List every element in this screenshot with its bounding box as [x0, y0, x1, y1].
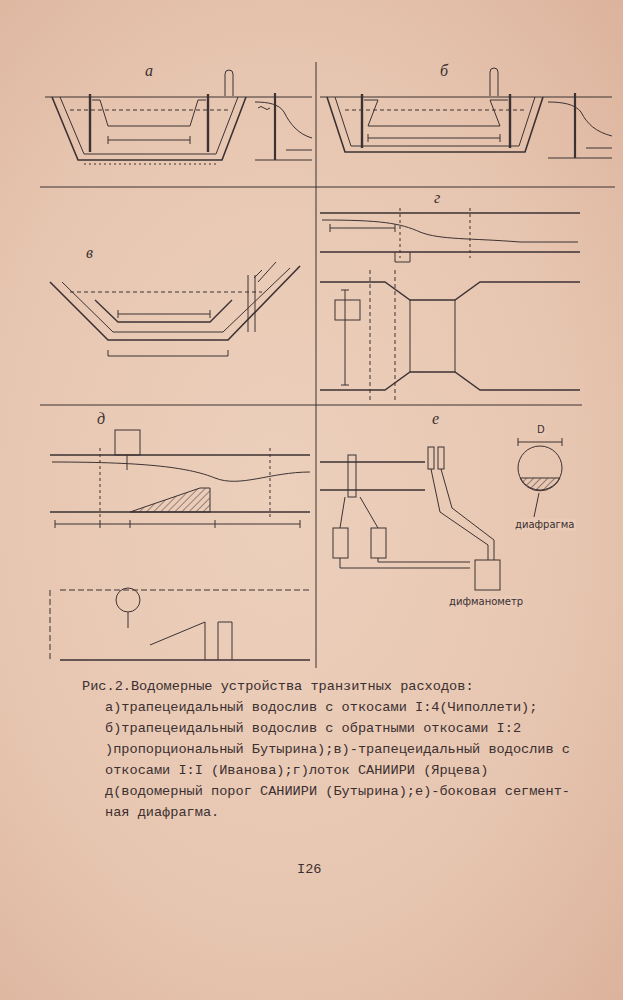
- proportional-weir-line: [548, 148, 612, 158]
- saniiri-flume-line: [410, 300, 455, 372]
- measuring-sill-line: [55, 520, 300, 528]
- part-name: дифманометр: [448, 596, 524, 608]
- measuring-sill-line: [100, 448, 270, 520]
- panel-letter: в: [86, 244, 93, 262]
- page-number: I26: [297, 862, 321, 878]
- segment-diaphragm-line: [518, 438, 562, 446]
- ivanov-weir-line: [254, 262, 276, 282]
- proportional-weir-line: [320, 97, 545, 98]
- segment-diaphragm: [320, 438, 562, 590]
- cipolletti-weir-line: [52, 97, 246, 160]
- cipolletti-weir-line: [255, 102, 312, 138]
- proportional-weir: [320, 68, 612, 158]
- ivanov-weir-line: [248, 275, 255, 332]
- measuring-sill-line: [116, 588, 140, 612]
- proportional-weir-line: [574, 93, 576, 158]
- cipolletti-weir-line: [225, 70, 233, 96]
- panel-letter: б: [440, 62, 448, 80]
- cipolletti-weir-line: [108, 136, 190, 144]
- measuring-sill-line: [218, 622, 232, 660]
- ivanov-weir-line: [62, 268, 290, 332]
- panel-letter: е: [432, 410, 439, 428]
- divider-line: [316, 62, 317, 668]
- saniiri-flume-line: [322, 220, 578, 242]
- saniiri-flume-line: [330, 224, 395, 232]
- panel-grid: [40, 62, 615, 668]
- segment-diaphragm-line: [348, 455, 356, 497]
- measuring-sill-line: [127, 455, 128, 470]
- segment-diaphragm-line: [333, 528, 348, 558]
- cipolletti-weir-line: [70, 110, 230, 111]
- ivanov-weir-line: [95, 300, 232, 322]
- measuring-sill-line: [150, 622, 205, 660]
- measuring-sill-line: [50, 590, 310, 660]
- panel-letter: а: [145, 62, 153, 80]
- divider-line: [40, 187, 615, 188]
- cipolletti-weir-line: [60, 97, 238, 154]
- segment-diaphragm-line: [371, 528, 386, 558]
- saniiri-flume-line: [335, 300, 360, 320]
- segment-diaphragm-line: [428, 447, 434, 469]
- segment-diaphragm-line: [438, 447, 444, 469]
- measuring-sill-line: [130, 488, 210, 512]
- proportional-weir-line: [364, 100, 508, 126]
- saniiri-flume-line: [400, 208, 470, 258]
- part-name: диафрагма: [514, 519, 576, 531]
- dimension-label: D: [536, 424, 546, 436]
- cipolletti-weir-line: [92, 100, 206, 126]
- saniiri-flume-line: [341, 290, 349, 385]
- segment-diaphragm-line: [534, 493, 539, 517]
- saniiri-flume-line: [320, 282, 580, 300]
- ivanov-weir-line: [118, 310, 210, 318]
- segment-diaphragm-line: [340, 497, 378, 528]
- saniiri-flume-line: [320, 213, 580, 252]
- proportional-weir-line: [545, 97, 612, 98]
- segment-diaphragm-line: [320, 462, 425, 490]
- measuring-sill-line: [50, 455, 310, 512]
- ivanov-weir-line: [70, 292, 262, 293]
- figure-caption: Рис.2.Водомерные устройства транзитных р…: [82, 676, 573, 823]
- segment-diaphragm-line: [431, 469, 494, 560]
- cipolletti-weir: [45, 70, 312, 164]
- proportional-weir-line: [362, 94, 510, 148]
- proportional-weir-line: [345, 110, 525, 111]
- ivanov-weir: [50, 262, 300, 356]
- proportional-weir-line: [368, 134, 500, 142]
- proportional-weir-line: [335, 97, 535, 146]
- proportional-weir-line: [548, 102, 612, 136]
- saniiri-flume-line: [395, 252, 410, 262]
- cipolletti-weir-line: [274, 93, 276, 160]
- segment-diaphragm-line: [340, 558, 470, 568]
- cipolletti-weir-line: [255, 150, 312, 160]
- cipolletti-weir-line: [45, 97, 255, 98]
- cipolletti-weir-line: [90, 94, 208, 152]
- saniiri-flume: [320, 208, 580, 400]
- segment-diaphragm-line: [475, 560, 500, 590]
- measuring-sill-line: [52, 462, 310, 481]
- measuring-sill-line: [115, 430, 140, 455]
- measuring-sill-line: [128, 612, 129, 628]
- saniiri-flume-line: [320, 372, 580, 390]
- segment-diaphragm-line: [518, 446, 562, 490]
- saniiri-flume-line: [370, 270, 395, 400]
- cipolletti-weir-line: [84, 164, 216, 165]
- panel-letter: д: [97, 410, 105, 428]
- ivanov-weir-line: [108, 350, 228, 356]
- measuring-sill: [50, 430, 310, 660]
- proportional-weir-line: [490, 68, 498, 96]
- segment-diaphragm-line: [520, 478, 560, 491]
- cipolletti-weir-line: [255, 97, 312, 98]
- panel-letter: г: [434, 189, 440, 207]
- divider-line: [40, 405, 582, 406]
- measuring-sill-line: [60, 659, 310, 660]
- cipolletti-weir-line: [258, 107, 270, 110]
